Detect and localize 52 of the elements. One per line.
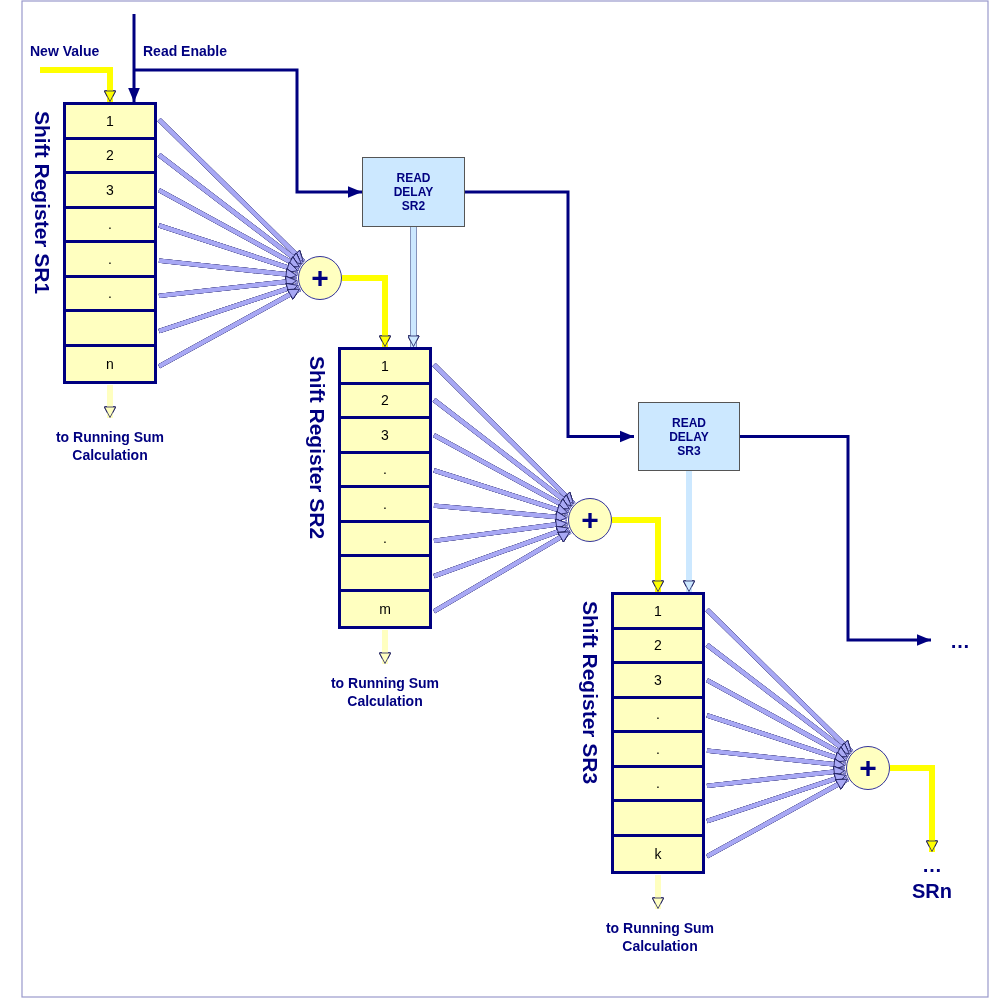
- arrow: [432, 529, 572, 614]
- arrow: [683, 471, 695, 592]
- arrow: [706, 773, 847, 824]
- arrow: [890, 765, 938, 852]
- arrow: [612, 517, 664, 592]
- arrow: [706, 713, 847, 764]
- signal-line: [128, 14, 140, 102]
- arrow: [705, 678, 849, 759]
- arrow: [706, 765, 846, 789]
- arrow: [157, 287, 301, 369]
- arrow: [432, 363, 576, 506]
- output-label: …: [935, 628, 985, 652]
- signal-line: [740, 435, 931, 646]
- arrow: [652, 875, 664, 909]
- arrow: [705, 777, 849, 859]
- arrow: [407, 227, 420, 347]
- arrow: [432, 398, 574, 508]
- arrow: [104, 385, 116, 418]
- register-label: Shift Register SR3: [580, 601, 601, 785]
- arrow: [433, 503, 568, 523]
- arrow: [433, 468, 569, 516]
- arrow: [158, 223, 299, 274]
- output-label: to Running Sum Calculation: [40, 428, 180, 490]
- register-label: Shift Register SR2: [307, 356, 328, 540]
- arrow: [705, 643, 852, 756]
- output-label: … SRn: [900, 852, 964, 896]
- adder-circle: +: [846, 746, 890, 790]
- arrow: [157, 153, 304, 266]
- arrow: [157, 118, 306, 264]
- arrow: [157, 188, 301, 269]
- arrow: [433, 518, 568, 544]
- adder-circle: +: [568, 498, 612, 542]
- arrow: [158, 283, 299, 334]
- adder-circle: +: [298, 256, 342, 300]
- arrow: [342, 275, 391, 347]
- output-label: to Running Sum Calculation: [315, 674, 455, 736]
- output-label: to Running Sum Calculation: [590, 919, 730, 981]
- arrow: [706, 748, 846, 771]
- arrow: [158, 258, 298, 281]
- arrow: [433, 525, 570, 579]
- delay-block: READ DELAY SR3: [638, 402, 740, 471]
- signal-label: Read Enable: [143, 43, 228, 59]
- register-label: Shift Register SR1: [32, 111, 53, 295]
- signal-line: [134, 68, 362, 198]
- arrow: [705, 608, 854, 754]
- signal-label: New Value: [30, 43, 100, 59]
- arrow: [158, 275, 298, 299]
- arrow: [40, 67, 116, 102]
- signal-line: [465, 190, 634, 443]
- arrow: [379, 630, 391, 664]
- arrow: [432, 433, 571, 511]
- delay-block: READ DELAY SR2: [362, 157, 465, 227]
